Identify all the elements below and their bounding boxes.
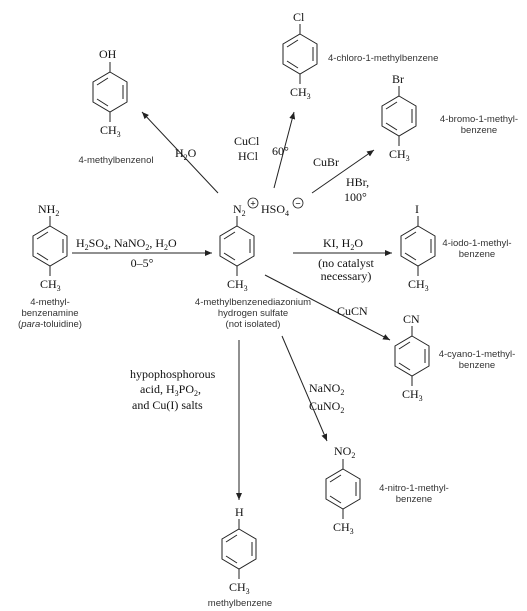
substituent-i: I bbox=[415, 202, 419, 216]
arrow-chlorination bbox=[273, 111, 296, 189]
reagent-nitration-line1: NaNO2 bbox=[309, 381, 344, 397]
reagent-nitration-line2: CuNO2 bbox=[309, 399, 344, 415]
compound-name-line2: benzene bbox=[396, 494, 432, 505]
arrow-bromination bbox=[311, 149, 375, 194]
reagent-diazotization-line2: 0–5° bbox=[131, 256, 154, 270]
arrow-hydrolysis bbox=[141, 111, 219, 194]
substituent-ch3: CH3 bbox=[333, 520, 354, 536]
reagent-chlorination-temp: 60° bbox=[272, 144, 289, 158]
compound-bromo: Br CH3 4-bromo-1-methyl- benzene bbox=[381, 72, 518, 163]
reagent-iodination-line3: necessary) bbox=[321, 269, 372, 283]
compound-name: 4-chloro-1-methylbenzene bbox=[328, 53, 438, 64]
reagent-diazotization-line1: H2SO4, NaNO2, H2O bbox=[76, 236, 177, 252]
compound-chloro: Cl CH3 4-chloro-1-methylbenzene bbox=[282, 10, 438, 101]
svg-text:+: + bbox=[250, 199, 255, 209]
reagent-bromination-line1: CuBr bbox=[313, 155, 339, 169]
compound-toluidine: NH2 CH3 4-methyl- benzenamine (para-tolu… bbox=[18, 202, 82, 330]
substituent-ch3: CH3 bbox=[227, 277, 248, 293]
compound-name-line2: benzene bbox=[459, 249, 495, 260]
substituent-ch3: CH3 bbox=[229, 580, 250, 596]
compound-nitro: NO2 CH3 4-nitro-1-methyl- benzene bbox=[325, 444, 449, 536]
benzene-ring-chloro bbox=[282, 33, 318, 75]
benzene-ring-nitro bbox=[325, 468, 361, 510]
plus-charge-icon bbox=[247, 197, 259, 209]
substituent-ch3: CH3 bbox=[408, 277, 429, 293]
substituent-h: H bbox=[235, 505, 244, 519]
arrow-cyanation bbox=[264, 274, 391, 341]
compound-phenol: OH CH3 4-methylbenzenol bbox=[79, 47, 154, 166]
substituent-no2: NO2 bbox=[334, 444, 355, 460]
substituent-oh: OH bbox=[99, 47, 117, 61]
svg-text:−: − bbox=[295, 199, 300, 209]
compound-name-line1: 4-methylbenzenediazonium bbox=[195, 297, 311, 308]
compound-name-line2: benzene bbox=[461, 125, 497, 136]
counterion-hso4: HSO4 bbox=[261, 202, 289, 218]
benzene-ring-toluidine bbox=[32, 225, 68, 267]
compound-name-line3: (not isolated) bbox=[226, 319, 281, 330]
compound-name-line2: benzenamine bbox=[21, 308, 78, 319]
substituent-nh2: NH2 bbox=[38, 202, 59, 218]
reagent-cyanation: CuCN bbox=[337, 304, 368, 318]
substituent-cl: Cl bbox=[293, 10, 305, 24]
substituent-n2: N2 bbox=[233, 202, 246, 218]
arrow-nitration bbox=[281, 335, 328, 442]
compound-name: methylbenzene bbox=[208, 598, 272, 609]
substituent-ch3: CH3 bbox=[290, 85, 311, 101]
compound-diazonium: N2 + HSO4 − CH3 4-methylbenzenediazonium… bbox=[195, 197, 311, 330]
reagent-hydrolysis: H2O bbox=[175, 146, 197, 162]
compound-name-line2: benzene bbox=[459, 360, 495, 371]
benzene-ring-iodo bbox=[400, 225, 436, 267]
reagent-reduction-line1: hypophosphorous bbox=[130, 367, 216, 381]
reagent-reduction-line2: acid, H3PO2, bbox=[140, 382, 201, 398]
compound-name-line1: 4-iodo-1-methyl- bbox=[442, 238, 511, 249]
benzene-ring-bromo bbox=[381, 95, 417, 137]
benzene-ring-toluene bbox=[221, 528, 257, 570]
benzene-ring-cyano bbox=[394, 335, 430, 377]
compound-name-line3: (para-toluidine) bbox=[18, 319, 82, 330]
compound-toluene: H CH3 methylbenzene bbox=[208, 505, 272, 609]
substituent-br: Br bbox=[392, 72, 404, 86]
reagent-reduction-line3: and Cu(I) salts bbox=[132, 398, 203, 412]
substituent-ch3: CH3 bbox=[40, 277, 61, 293]
minus-charge-icon bbox=[292, 197, 304, 209]
compound-name-line2: hydrogen sulfate bbox=[218, 308, 288, 319]
reagent-bromination-line2: HBr, bbox=[346, 175, 369, 189]
reagent-chlorination-line2: HCl bbox=[238, 149, 259, 163]
compound-name-line1: 4-nitro-1-methyl- bbox=[379, 483, 449, 494]
compound-cyano: CN CH3 4-cyano-1-methyl- benzene bbox=[394, 312, 516, 403]
compound-name-line1: 4-cyano-1-methyl- bbox=[439, 349, 516, 360]
reagent-bromination-line3: 100° bbox=[344, 190, 367, 204]
substituent-ch3: CH3 bbox=[402, 387, 423, 403]
reagent-iodination-line1: KI, H2O bbox=[323, 236, 363, 252]
substituent-ch3: CH3 bbox=[100, 123, 121, 139]
reagent-chlorination-line1: CuCl bbox=[234, 134, 260, 148]
substituent-ch3: CH3 bbox=[389, 147, 410, 163]
compound-name-line1: 4-bromo-1-methyl- bbox=[440, 114, 518, 125]
compound-name-line1: 4-methyl- bbox=[30, 297, 70, 308]
compound-name: 4-methylbenzenol bbox=[79, 155, 154, 166]
compound-iodo: I CH3 4-iodo-1-methyl- benzene bbox=[400, 202, 512, 293]
benzene-ring-phenol bbox=[92, 71, 128, 113]
benzene-ring-diazonium bbox=[219, 225, 255, 267]
substituent-cn: CN bbox=[403, 312, 420, 326]
reagent-iodination-line2: (no catalyst bbox=[318, 256, 374, 270]
